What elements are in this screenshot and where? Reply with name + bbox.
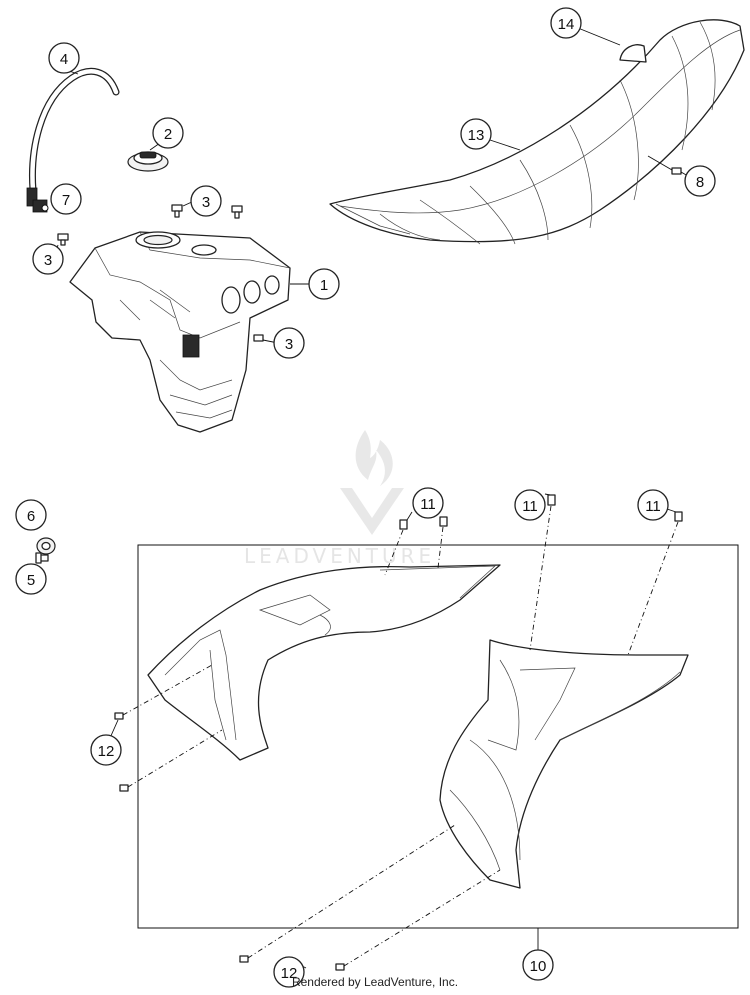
screw-a bbox=[171, 200, 195, 218]
seat bbox=[329, 19, 745, 245]
filler-cap bbox=[127, 142, 169, 172]
svg-text:10: 10 bbox=[530, 958, 547, 975]
svg-text:1: 1 bbox=[320, 277, 328, 294]
screw-a2 bbox=[231, 205, 243, 219]
callout-5: 5 bbox=[15, 563, 47, 595]
callouts: 1 2 3 3 3 4 7 6 5 14 13 8 11 11 11 12 12… bbox=[15, 7, 716, 988]
callout-10: 10 bbox=[522, 949, 554, 981]
svg-text:6: 6 bbox=[27, 508, 35, 525]
footer-credit: Rendered by LeadVenture, Inc. bbox=[291, 975, 459, 989]
nut bbox=[35, 552, 49, 564]
callout-3a: 3 bbox=[190, 185, 222, 217]
callout-1: 1 bbox=[308, 268, 340, 300]
callout-6: 6 bbox=[15, 499, 47, 531]
svg-text:13: 13 bbox=[468, 127, 485, 144]
svg-text:11: 11 bbox=[645, 498, 661, 515]
svg-text:3: 3 bbox=[285, 336, 293, 353]
valve bbox=[26, 187, 49, 213]
svg-text:5: 5 bbox=[27, 572, 35, 589]
side-screws bbox=[384, 493, 683, 656]
callout-7: 7 bbox=[50, 183, 82, 215]
callout-2: 2 bbox=[152, 117, 184, 149]
callout-11c: 11 bbox=[637, 489, 669, 521]
callout-12a: 12 bbox=[90, 734, 122, 766]
callout-8: 8 bbox=[684, 165, 716, 197]
callout-11a: 11 bbox=[412, 487, 444, 519]
svg-text:4: 4 bbox=[60, 51, 68, 68]
side-cover bbox=[439, 639, 689, 889]
lower-screws bbox=[109, 664, 539, 971]
callout-11b: 11 bbox=[514, 489, 546, 521]
svg-text:7: 7 bbox=[62, 192, 70, 209]
callout-12b: 12 bbox=[273, 956, 305, 988]
callout-3b: 3 bbox=[32, 243, 64, 275]
svg-text:11: 11 bbox=[522, 498, 538, 515]
svg-text:3: 3 bbox=[202, 194, 210, 211]
watermark-text: LEADVENTURE bbox=[244, 544, 435, 568]
hose bbox=[29, 67, 120, 194]
assembly-frame bbox=[137, 544, 739, 929]
callout-3c: 3 bbox=[273, 327, 305, 359]
svg-text:12: 12 bbox=[98, 743, 115, 760]
svg-text:12: 12 bbox=[281, 965, 298, 982]
callout-4: 4 bbox=[48, 42, 80, 74]
svg-text:3: 3 bbox=[44, 252, 52, 269]
callout-13: 13 bbox=[460, 118, 492, 150]
watermark: LEADVENTURE bbox=[244, 430, 435, 568]
bushing bbox=[36, 537, 56, 555]
svg-text:8: 8 bbox=[696, 174, 704, 191]
side-panel-left bbox=[147, 564, 501, 761]
svg-text:2: 2 bbox=[164, 126, 172, 143]
callout-14: 14 bbox=[550, 7, 582, 39]
fuel-tank bbox=[69, 231, 309, 433]
svg-text:11: 11 bbox=[420, 496, 436, 513]
svg-text:14: 14 bbox=[558, 16, 575, 33]
